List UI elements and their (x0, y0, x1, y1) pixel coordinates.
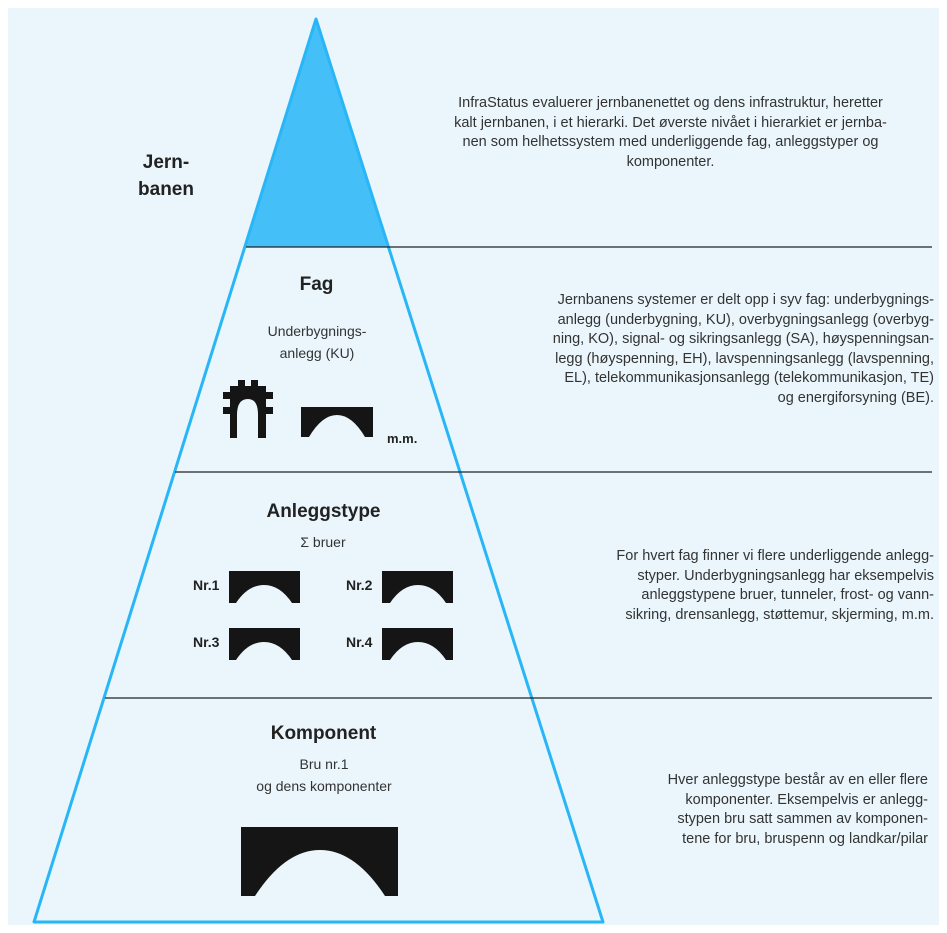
level-title-fag: Fag (299, 274, 334, 295)
level-title-anleggstype: Anleggstype (266, 501, 381, 522)
more-label: m.m. (387, 431, 418, 446)
description-anleggstype: For hvert fag finner vi flere underligge… (616, 548, 934, 623)
tunnel-portal-icon (223, 380, 273, 438)
bridge-label-nr2: Nr.2 (346, 577, 373, 593)
level-title-jernbanen: Jern- banen (138, 152, 194, 200)
pyramid-diagram: Jern- banen Fag Underbygnings- anlegg (K… (8, 8, 939, 925)
bridge-icon-nr2 (382, 571, 453, 603)
bridge-icon-nr4 (382, 628, 453, 660)
bridge-icon-nr1 (229, 571, 300, 603)
komponent-subtitle: Bru nr.1 og dens komponenter (256, 756, 392, 794)
pyramid-graphic (32, 17, 932, 924)
bridge-arch-icon (301, 407, 373, 437)
level-title-komponent: Komponent (270, 723, 377, 744)
description-fag: Jernbanens systemer er delt opp i syv fa… (552, 292, 934, 406)
anleggstype-subtitle: Σ bruer (300, 534, 346, 550)
bridge-label-nr4: Nr.4 (346, 634, 373, 650)
pyramid-outline (32, 17, 605, 924)
bridge-component-icon (241, 827, 398, 896)
bridge-label-nr3: Nr.3 (193, 634, 220, 650)
pyramid-apex (246, 19, 387, 247)
bridge-label-nr1: Nr.1 (193, 577, 220, 593)
fag-subtitle: Underbygnings- anlegg (KU) (267, 323, 367, 361)
description-komponent: Hver anleggstype består av en eller fler… (667, 772, 928, 847)
description-jernbanen: InfraStatus evaluerer jernbanenettet og … (454, 95, 887, 170)
bridge-icon-nr3 (229, 628, 300, 660)
